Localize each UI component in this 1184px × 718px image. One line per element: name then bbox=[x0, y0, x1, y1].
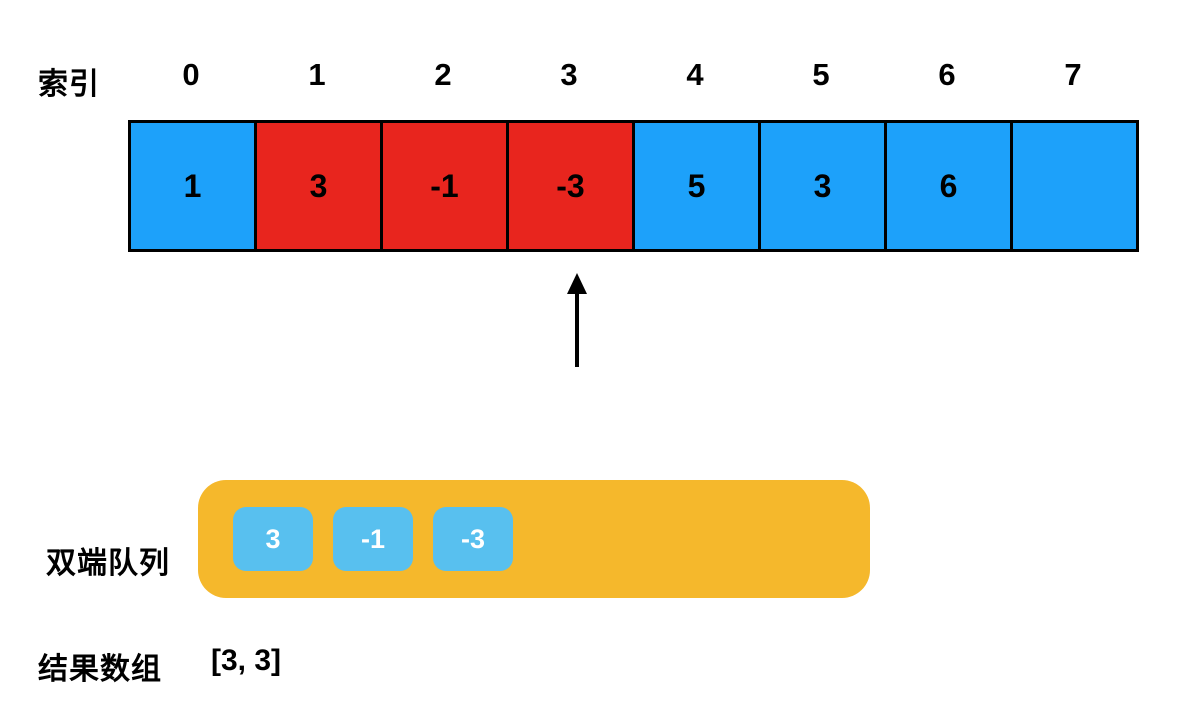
up-arrow-icon bbox=[567, 273, 587, 367]
deque-item: -1 bbox=[333, 507, 413, 571]
array: 1 3 -1 -3 5 3 6 bbox=[128, 120, 1139, 252]
array-cell: -3 bbox=[506, 120, 635, 252]
index-number: 4 bbox=[686, 57, 704, 92]
index-number: 7 bbox=[1064, 57, 1082, 92]
deque-item: -3 bbox=[433, 507, 513, 571]
index-number: 5 bbox=[812, 57, 830, 92]
array-cell: 1 bbox=[128, 120, 257, 252]
array-cell: 5 bbox=[632, 120, 761, 252]
index-number: 1 bbox=[308, 57, 326, 92]
index-row: 0 1 2 3 4 5 6 7 bbox=[128, 57, 1136, 93]
index-number: 0 bbox=[182, 57, 200, 92]
deque-item: 3 bbox=[233, 507, 313, 571]
deque-container: 3 -1 -3 bbox=[198, 480, 870, 598]
array-cell: -1 bbox=[380, 120, 509, 252]
result-array-value: [3, 3] bbox=[211, 644, 282, 677]
array-cell: 6 bbox=[884, 120, 1013, 252]
array-cell: 3 bbox=[254, 120, 383, 252]
result-array-label: 结果数组 bbox=[38, 653, 162, 686]
deque-label: 双端队列 bbox=[46, 547, 170, 580]
index-row-label: 索引 bbox=[38, 68, 100, 101]
index-number: 3 bbox=[560, 57, 578, 92]
array-cell bbox=[1010, 120, 1139, 252]
index-number: 2 bbox=[434, 57, 452, 92]
array-cell: 3 bbox=[758, 120, 887, 252]
index-number: 6 bbox=[938, 57, 956, 92]
